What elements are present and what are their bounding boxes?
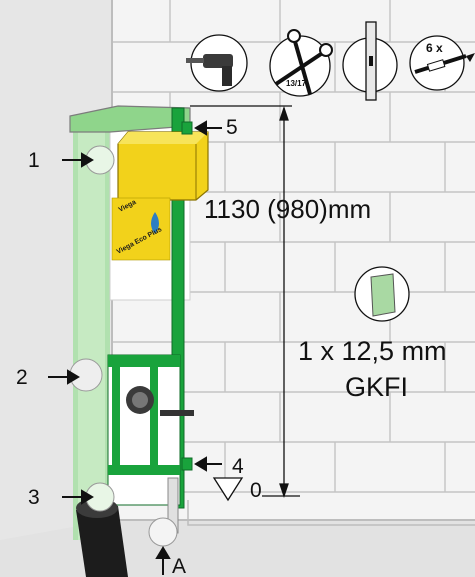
callout-arrows — [48, 120, 222, 575]
anchor-count-label: 6 x — [426, 41, 443, 55]
callout-3-label: 3 — [28, 486, 40, 509]
floor — [0, 520, 475, 577]
callout-4-label: 4 — [232, 455, 244, 478]
level-tool-icon — [342, 21, 398, 101]
product-label — [111, 197, 171, 261]
board-type-label: GKFI — [345, 372, 409, 402]
wall-anchor-icon — [409, 35, 475, 91]
floor-level-label: 0 — [250, 479, 262, 502]
height-dimension-line — [190, 105, 300, 499]
board-spec-label: 1 x 12,5 mm — [298, 336, 447, 366]
threaded-rod — [160, 410, 194, 416]
callout-5-label: 5 — [226, 116, 238, 139]
bracket-4 — [181, 457, 193, 471]
bracket-a — [148, 517, 178, 547]
callout-1-label: 1 — [28, 149, 40, 172]
height-dimension-label: 1130 (980)mm — [204, 194, 372, 224]
drill-icon — [186, 34, 248, 92]
wrench-size-label: 13/17 — [286, 79, 307, 88]
drain-pipe — [76, 506, 128, 577]
level-triangle-icon — [212, 477, 244, 502]
wrench-icon — [269, 29, 333, 97]
callout-2-label: 2 — [16, 366, 28, 389]
callout-a-label: A — [172, 555, 187, 577]
bracket-5 — [181, 121, 193, 135]
